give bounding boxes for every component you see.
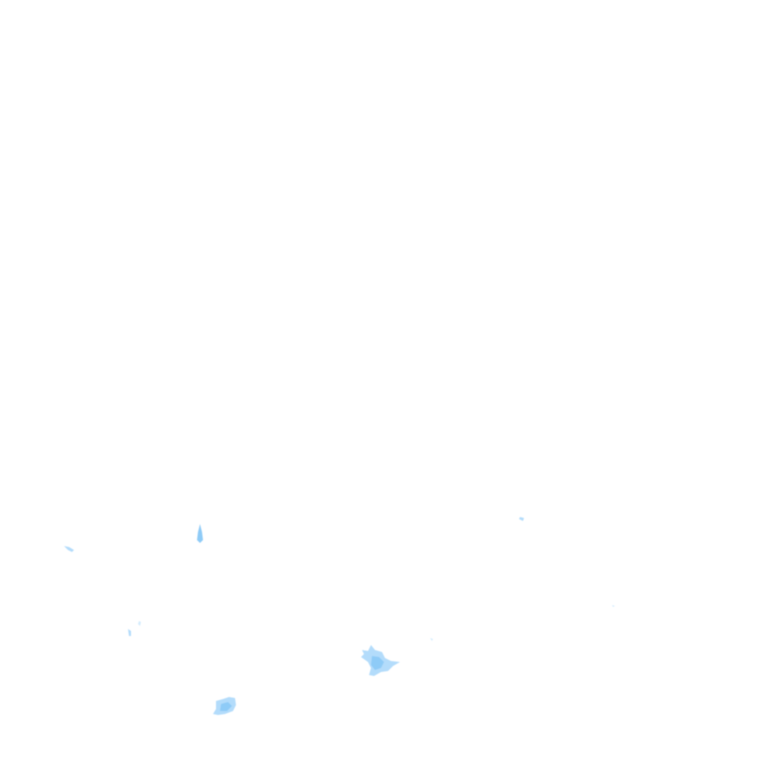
precip-echo bbox=[612, 605, 615, 607]
precip-echo bbox=[220, 702, 232, 711]
precip-echo bbox=[138, 621, 141, 626]
precip-echo bbox=[128, 629, 131, 636]
precip-echo bbox=[519, 517, 524, 521]
precip-echo bbox=[430, 638, 433, 641]
precip-echo bbox=[64, 546, 74, 552]
precip-echo bbox=[197, 524, 203, 543]
precip-echo bbox=[371, 656, 384, 670]
